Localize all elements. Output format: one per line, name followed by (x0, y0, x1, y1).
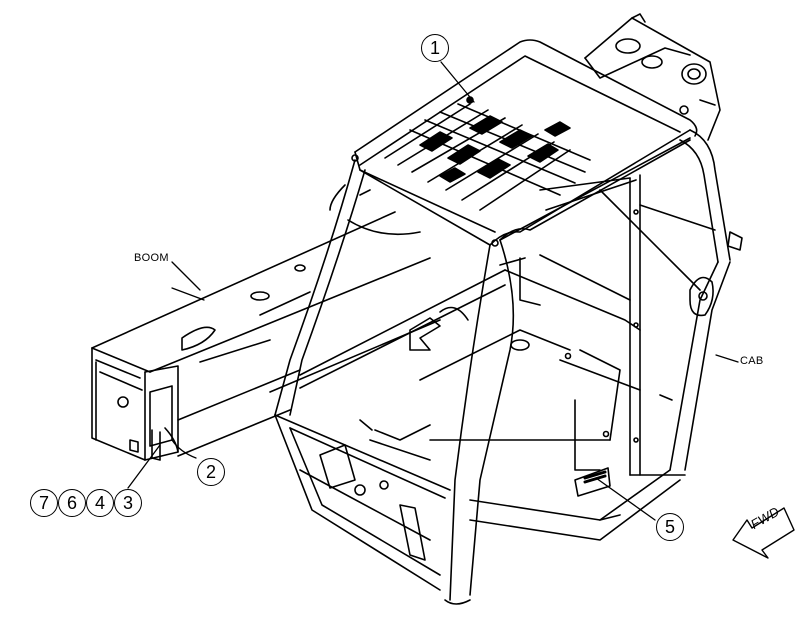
boom-label: BOOM (134, 252, 169, 264)
fwd-arrow-icon (733, 508, 794, 558)
cab-roof-frame (352, 40, 697, 246)
boom-beam (92, 212, 440, 460)
boom-pivot-bracket (585, 14, 720, 140)
cab-label: CAB (740, 355, 764, 367)
callout-6: 6 (58, 489, 86, 517)
callout-1: 1 (421, 34, 449, 62)
callout-5: 5 (656, 513, 684, 541)
callout-4: 4 (86, 489, 114, 517)
leader-lines (128, 62, 738, 520)
callout-2: 2 (197, 458, 225, 486)
callout-3: 3 (114, 489, 142, 517)
callout-7: 7 (30, 489, 58, 517)
cab-structure (275, 130, 742, 604)
